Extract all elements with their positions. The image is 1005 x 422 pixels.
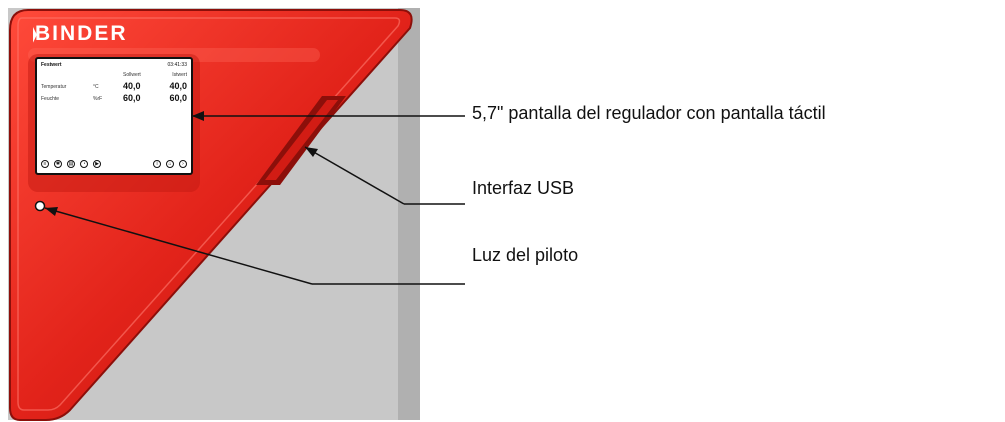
actual-header: Istwert [172,72,187,78]
usb-arrowhead-icon [305,147,318,157]
info-icon[interactable]: i [153,160,161,168]
screen-header: Festwert 03:41:33 [41,62,187,70]
settings-icon[interactable]: ✱ [54,160,62,168]
pilot-leader-line [44,207,313,285]
controller-touchscreen: Festwert 03:41:33 Sollwert Istwert Tempe… [35,57,193,175]
recorder-icon[interactable]: ◔ [80,160,88,168]
actual-value: 40,0 [169,81,187,91]
home-icon[interactable]: ⌂ [166,160,174,168]
brand-logo: BINDER [35,22,128,45]
setpoint-header: Sollwert [123,72,141,78]
row-unit: °C [93,84,99,90]
display-arrowhead-icon [192,111,204,121]
pilot-arrowhead-icon [45,207,58,216]
usb-callout: Interfaz USB [472,178,575,198]
row-label: Temperatur [41,84,67,90]
row-label: Feuchte [41,96,60,102]
temperature-row: Temperatur °C 40,0 40,0 [41,81,187,91]
pilot-light [34,200,46,212]
setpoint-value: 60,0 [123,93,141,103]
panel-highlight [17,17,401,411]
logo-arrow-icon [33,27,37,43]
clock: 03:41:33 [167,62,187,68]
device-side-strip [398,8,420,420]
actual-value: 60,0 [169,93,187,103]
humidity-row: Feuchte %rF 60,0 60,0 [41,93,187,103]
row-unit: %rF [93,96,103,102]
screen-toolbar: ≡ ✱ ▤ ◔ ▶ i ⌂ › [41,160,187,170]
menu-icon[interactable]: ≡ [41,160,49,168]
usb-leader-line [304,146,405,205]
setpoint-value: 40,0 [123,81,141,91]
usb-port-cover [265,100,338,180]
program-icon[interactable]: ▤ [67,160,75,168]
display-callout: 5,7" pantalla del regulador con pantalla… [472,103,826,123]
play-icon[interactable]: ▶ [93,160,101,168]
next-icon[interactable]: › [179,160,187,168]
operating-mode: Festwert [41,62,62,68]
pilot-callout: Luz del piloto [472,245,579,265]
